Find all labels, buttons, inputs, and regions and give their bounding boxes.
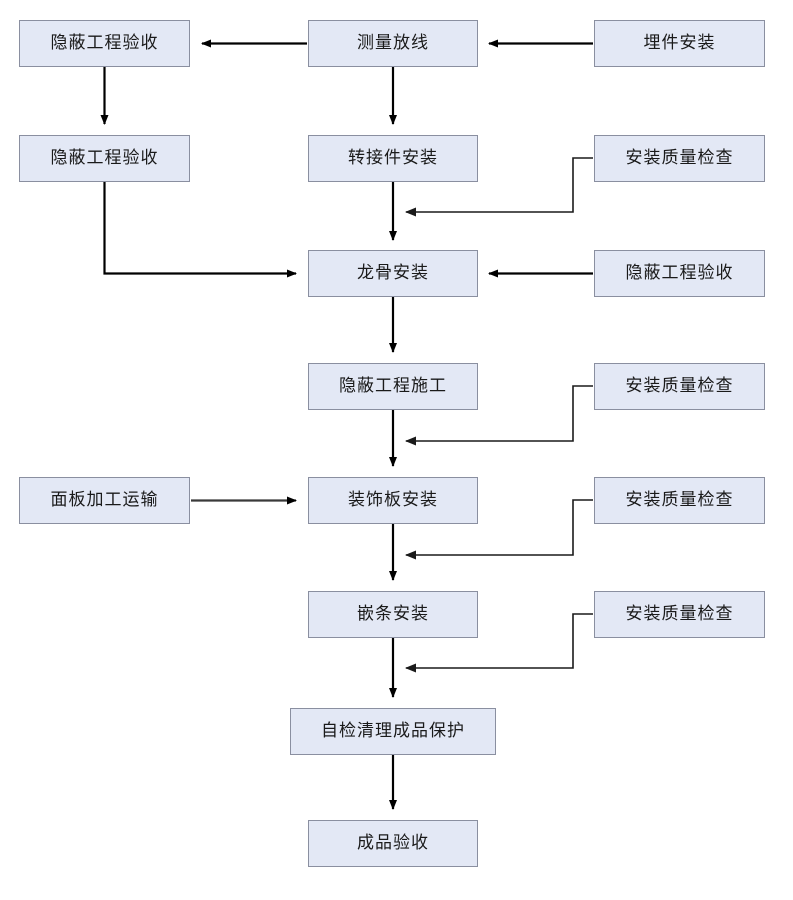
node-decorative-panel-installation[interactable]: 装饰板安装 bbox=[308, 477, 478, 524]
node-label: 测量放线 bbox=[357, 33, 429, 53]
node-label: 安装质量检查 bbox=[625, 490, 734, 510]
node-adapter-installation[interactable]: 转接件安装 bbox=[308, 135, 478, 182]
node-label: 转接件安装 bbox=[348, 148, 438, 168]
node-hidden-work-acceptance-2[interactable]: 隐蔽工程验收 bbox=[19, 135, 190, 182]
node-inlay-strip-installation[interactable]: 嵌条安装 bbox=[308, 591, 478, 638]
node-label: 装饰板安装 bbox=[348, 490, 438, 510]
node-installation-quality-check-2[interactable]: 安装质量检查 bbox=[594, 363, 765, 410]
node-label: 成品验收 bbox=[357, 833, 429, 853]
node-label: 安装质量检查 bbox=[625, 148, 734, 168]
node-label: 隐蔽工程验收 bbox=[50, 148, 159, 168]
node-installation-quality-check-3[interactable]: 安装质量检查 bbox=[594, 477, 765, 524]
node-finished-product-acceptance[interactable]: 成品验收 bbox=[308, 820, 478, 867]
node-keel-installation[interactable]: 龙骨安装 bbox=[308, 250, 478, 297]
node-installation-quality-check-4[interactable]: 安装质量检查 bbox=[594, 591, 765, 638]
node-panel-fabrication-transport[interactable]: 面板加工运输 bbox=[19, 477, 190, 524]
node-label: 隐蔽工程施工 bbox=[339, 376, 447, 396]
node-label: 安装质量检查 bbox=[625, 376, 734, 396]
node-embedded-part-installation[interactable]: 埋件安装 bbox=[594, 20, 765, 67]
node-label: 安装质量检查 bbox=[625, 604, 734, 624]
node-label: 埋件安装 bbox=[643, 33, 716, 53]
node-label: 龙骨安装 bbox=[357, 263, 429, 283]
node-label: 隐蔽工程验收 bbox=[625, 263, 734, 283]
node-label: 嵌条安装 bbox=[357, 604, 429, 624]
node-hidden-work-acceptance-3[interactable]: 隐蔽工程验收 bbox=[594, 250, 765, 297]
edge-n4-n7 bbox=[103, 182, 297, 278]
node-label: 隐蔽工程验收 bbox=[50, 33, 159, 53]
node-self-inspection-cleaning-protection[interactable]: 自检清理成品保护 bbox=[290, 708, 496, 755]
node-hidden-work-construction[interactable]: 隐蔽工程施工 bbox=[308, 363, 478, 410]
node-installation-quality-check-1[interactable]: 安装质量检查 bbox=[594, 135, 765, 182]
node-hidden-work-acceptance-1[interactable]: 隐蔽工程验收 bbox=[19, 20, 190, 67]
node-survey-layout[interactable]: 测量放线 bbox=[308, 20, 478, 67]
node-label: 自检清理成品保护 bbox=[321, 721, 465, 741]
node-label: 面板加工运输 bbox=[50, 490, 159, 510]
